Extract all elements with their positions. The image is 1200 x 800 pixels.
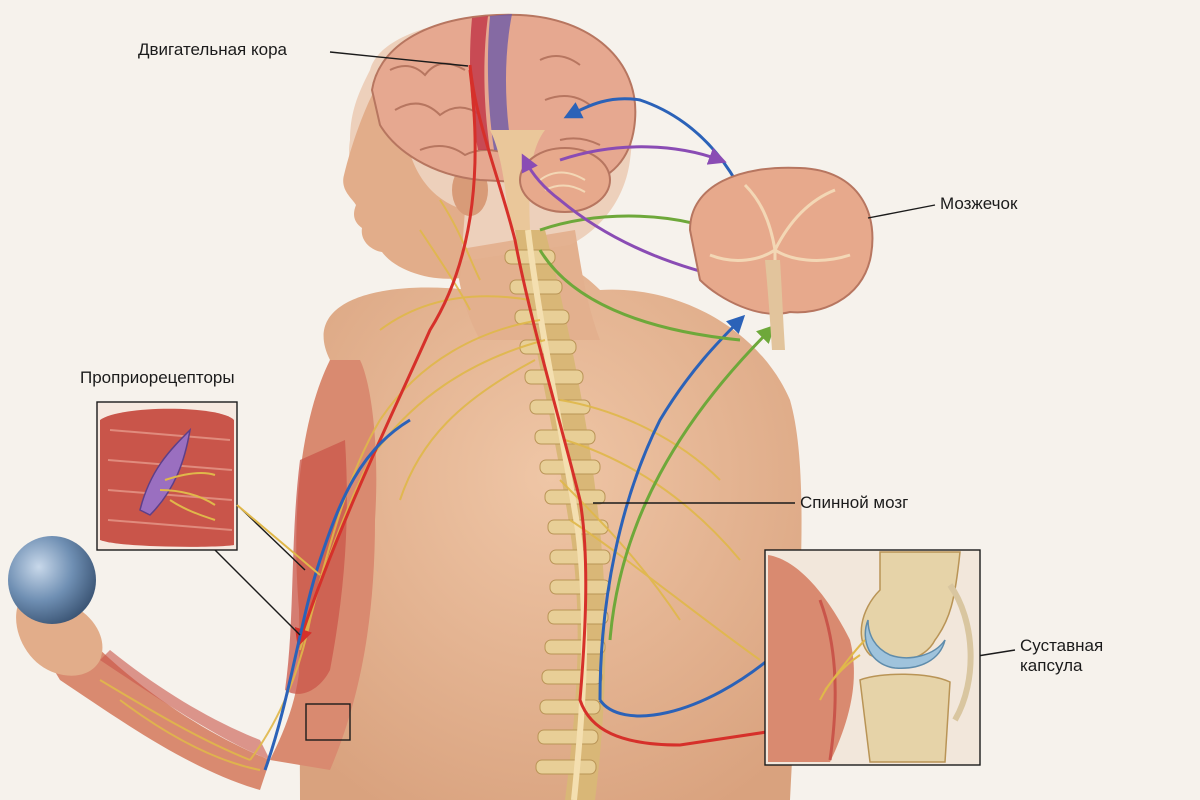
motor-pathway-arm bbox=[294, 69, 477, 647]
spinocerebellar-pathway-3 bbox=[538, 249, 741, 342]
tibia-icon bbox=[859, 673, 951, 763]
joint-capsule-label-line2: капсула bbox=[1020, 656, 1083, 676]
knee-joint-inset bbox=[764, 549, 981, 766]
spinocerebellar-pathway bbox=[608, 324, 776, 641]
cerebellum-icon bbox=[688, 166, 874, 350]
muscle-spindle-inset bbox=[96, 401, 321, 576]
joint-capsule-icon bbox=[947, 583, 974, 722]
forearm-callout-box bbox=[305, 703, 351, 741]
cartilage-icon bbox=[864, 619, 946, 669]
joint-capsule-label-line1: Суставная bbox=[1020, 636, 1104, 655]
sensory-strip bbox=[487, 14, 512, 152]
motor-cortex-label: Двигательная кора bbox=[138, 40, 287, 59]
spinal-cord-label: Спинной мозг bbox=[800, 493, 909, 512]
ball-icon bbox=[8, 536, 96, 624]
cerebellar-loop-2 bbox=[559, 145, 727, 165]
joint-capsule-label: Суставная капсула bbox=[1020, 636, 1103, 677]
sensory-pathway-blue-2 bbox=[598, 314, 746, 701]
spinal-cord bbox=[525, 229, 588, 800]
motor-pathway bbox=[468, 64, 788, 747]
cerebellum-label: Мозжечок bbox=[940, 194, 1018, 213]
proprioceptors-label: Проприорецепторы bbox=[80, 368, 235, 387]
sensory-pathway-arm-blue bbox=[263, 418, 411, 771]
sensory-pathway-blue-3 bbox=[598, 638, 821, 718]
muscle-spindle-icon bbox=[139, 427, 192, 516]
